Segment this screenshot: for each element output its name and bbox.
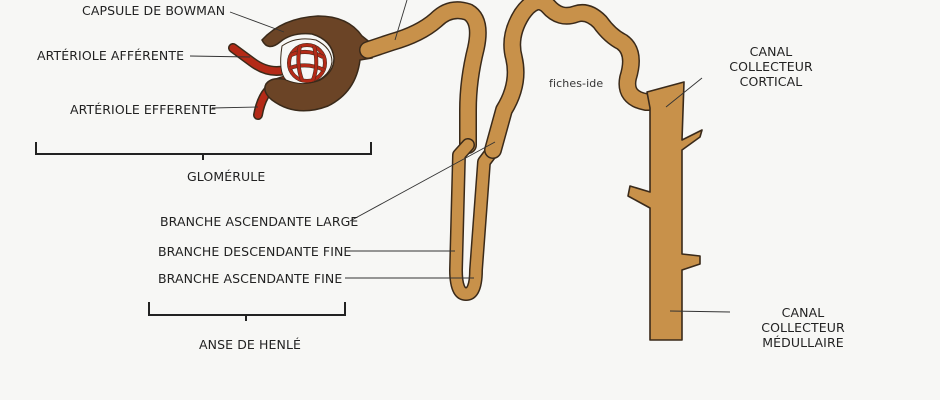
watermark: fiches-ide <box>549 77 604 90</box>
label-glomerule: GLOMÉRULE <box>187 169 266 184</box>
label-branche-ascendante-fine: BRANCHE ASCENDANTE FINE <box>158 271 343 286</box>
collecting-duct <box>627 81 703 341</box>
label-capsule-bowman: CAPSULE DE BOWMAN <box>82 3 226 18</box>
bowman-capsule <box>261 15 373 112</box>
henle-bracket <box>148 302 346 321</box>
label-canal-collecteur-medullaire: CANAL COLLECTEUR MÉDULLAIRE <box>761 305 845 350</box>
glomerule-bracket <box>35 142 372 160</box>
leader-lines <box>189 0 731 313</box>
glomerulus-tuft <box>287 43 327 83</box>
label-arteriole-afferente: ARTÉRIOLE AFFÉRENTE <box>37 48 185 63</box>
label-branche-ascendante-large: BRANCHE ASCENDANTE LARGE <box>160 214 359 229</box>
label-canal-collecteur-cortical: CANAL COLLECTEUR CORTICAL <box>729 44 813 89</box>
label-branche-descendante-fine: BRANCHE DESCENDANTE FINE <box>158 244 352 259</box>
label-arteriole-efferente: ARTÉRIOLE EFFERENTE <box>70 102 217 117</box>
label-anse-henle: ANSE DE HENLÉ <box>199 337 302 352</box>
